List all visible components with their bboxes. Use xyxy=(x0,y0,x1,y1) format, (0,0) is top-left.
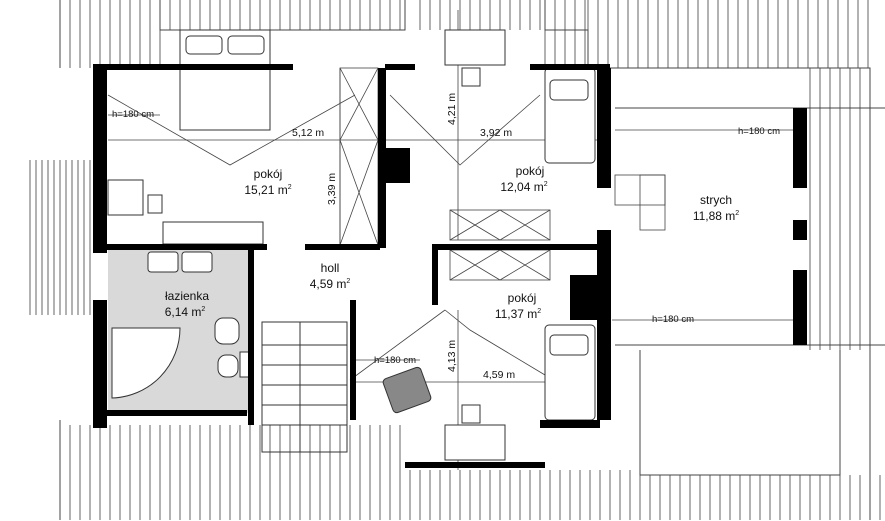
stairs xyxy=(261,321,348,453)
toilet-icon xyxy=(214,317,240,345)
room-area-lazienka: 6,14 m2 xyxy=(165,305,206,319)
armchair-icon xyxy=(382,366,432,414)
room-name-lazienka: łazienka xyxy=(165,289,209,303)
dimension-label: 4,13 m xyxy=(446,340,458,372)
room-labels: pokój 15,21 m2 pokój 12,04 m2 pokój 11,3… xyxy=(165,164,740,321)
roof-hatching xyxy=(29,0,881,520)
walls xyxy=(93,64,807,468)
dimension-label: 4,21 m xyxy=(446,93,458,125)
bidet-icon xyxy=(217,354,239,378)
roof-outlines xyxy=(59,0,885,520)
dimension-label: 4,59 m xyxy=(483,369,515,381)
dimension-label: 3,39 m xyxy=(326,173,338,205)
room-name-pokoj-1: pokój xyxy=(254,167,283,181)
room-area-pokoj-3: 11,37 m2 xyxy=(495,307,541,321)
sink-icon xyxy=(147,251,179,273)
room-name-pokoj-2: pokój xyxy=(516,164,545,178)
room-area-holl: 4,59 m2 xyxy=(310,277,351,291)
room-area-pokoj-2: 12,04 m2 xyxy=(500,180,547,194)
room-area-strych: 11,88 m2 xyxy=(693,209,739,223)
room-name-holl: holl xyxy=(321,261,340,275)
furniture xyxy=(107,29,596,461)
bathtub-icon xyxy=(111,327,181,399)
height-label: h=180 cm xyxy=(374,355,416,366)
room-name-pokoj-3: pokój xyxy=(508,291,537,305)
room-name-strych: strych xyxy=(700,193,732,207)
dimension-label: 5,12 m xyxy=(292,127,324,139)
height-label: h=180 cm xyxy=(738,126,780,137)
dimension-label: 3,92 m xyxy=(480,127,512,139)
height-label: h=180 cm xyxy=(112,109,154,120)
desk-icon xyxy=(107,179,144,216)
dimension-labels: 5,12 m 3,39 m 4,21 m 3,92 m 4,13 m 4,59 … xyxy=(112,93,780,381)
height-label: h=180 cm xyxy=(652,314,694,325)
room-area-pokoj-1: 15,21 m2 xyxy=(244,183,291,197)
